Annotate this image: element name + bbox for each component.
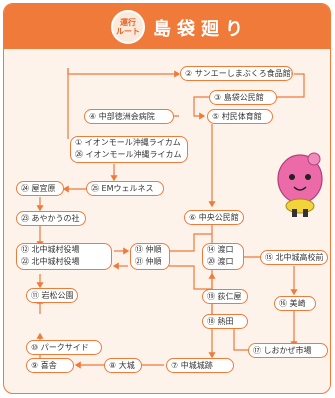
stop-12-22: ⑫ 北中城村役場 ㉒ 北中城村役場: [16, 243, 112, 270]
stop-19: ⑲ 荻仁屋: [202, 289, 248, 304]
stop-1: ① イオンモール沖縄ライカム: [75, 138, 181, 147]
stop-14-20: ⑭ 渡口 ⑳ 渡口: [202, 243, 244, 270]
stop-22: ㉒ 北中城村役場: [21, 257, 80, 266]
route-segment: [169, 265, 212, 290]
stop-16: ⑯ 美崎: [274, 296, 316, 311]
stop-3: ③ 島袋公民館: [209, 90, 277, 105]
stop-15: ⑮ 北中城高校前: [260, 250, 328, 265]
badge-line2: ルート: [116, 27, 140, 36]
stop-11: ⑪ 岩松公園: [26, 288, 78, 303]
route-segment: [67, 68, 181, 78]
route-header: 運行 ルート 島袋廻り: [4, 4, 330, 49]
stop-20: ⑳ 渡口: [207, 257, 234, 266]
stop-6: ⑥ 中央公民館: [184, 210, 244, 225]
stop-2: ② サンエーしまぶくろ食品館前: [180, 66, 293, 81]
stop-9: ⑨ 喜舎: [26, 358, 74, 373]
stop-26: ㉖ イオンモール沖縄ライカム: [75, 150, 182, 159]
route-map-card: 運行 ルート 島袋廻り: [3, 3, 331, 394]
route-segment: [193, 96, 209, 120]
stop-13: ⑬ 仲順: [135, 245, 162, 254]
stop-7: ⑦ 中城城跡: [166, 358, 234, 373]
stop-12: ⑫ 北中城村役場: [21, 245, 80, 254]
stop-21: ㉑ 仲順: [135, 257, 162, 266]
stop-18: ⑱ 熱田: [202, 314, 248, 329]
stop-14: ⑭ 渡口: [207, 245, 234, 254]
stop-25: ㉕ EMウェルネス: [86, 181, 164, 196]
stop-24: ㉔ 屋宜原: [16, 181, 64, 196]
stop-1-26: ① イオンモール沖縄ライカム ㉖ イオンモール沖縄ライカム: [70, 136, 188, 163]
route-title: 島袋廻り: [153, 19, 249, 40]
badge-line1: 運行: [120, 18, 136, 27]
stop-10: ⑩ パークサイド: [26, 340, 102, 355]
route-segment: [169, 233, 212, 252]
stop-5: ⑤ 村民体育館: [207, 109, 273, 124]
route-badge: 運行 ルート: [111, 10, 145, 44]
mascot-character: [277, 152, 323, 217]
stop-17: ⑰ しおかぜ市場: [248, 343, 328, 358]
stop-23: ㉓ あやかうの社: [16, 211, 86, 226]
stop-13-21: ⑬ 仲順 ㉑ 仲順: [130, 243, 170, 270]
stop-4: ④ 中部徳洲会病院: [84, 109, 174, 124]
stop-8: ⑧ 大城: [104, 358, 142, 373]
